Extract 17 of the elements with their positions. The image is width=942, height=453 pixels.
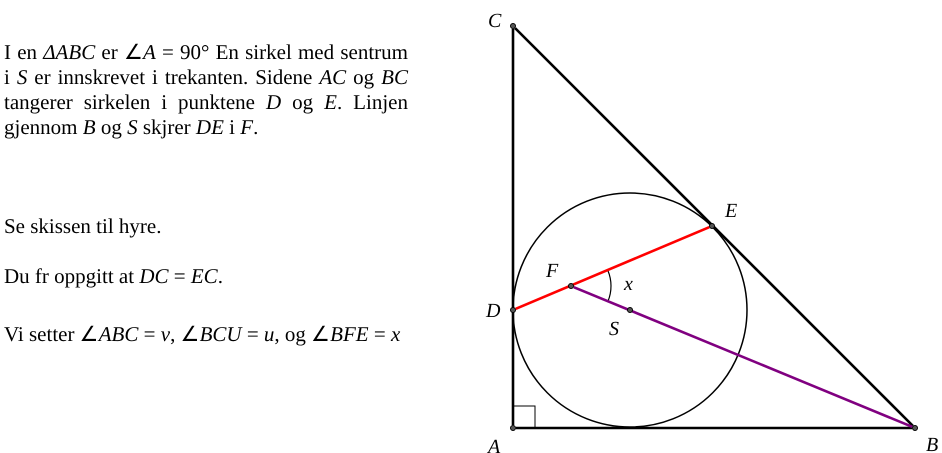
line-segment [514, 27, 914, 427]
paragraph: Du fr oppgitt at DC = EC. [4, 264, 224, 289]
paragraph: I en ΔABC er ∠A = 90° En sirkel med sentrum i S er innskrevet i trekanten. Sidene AC og BC tangerer sirkelen i punktene D og E. Linjen gjennom B og S skjrer DE i F. [4, 40, 408, 140]
point-label: D [486, 301, 500, 321]
point-label: A [488, 437, 500, 453]
angle-label: x [624, 274, 633, 294]
line-segment [573, 286, 913, 428]
point-label: C [488, 11, 502, 31]
line-segment [515, 226, 710, 310]
point-label: S [609, 319, 619, 339]
paragraph: Vi setter ∠ABC = v, ∠BCU = u, og ∠BFE = x [4, 322, 402, 347]
point-label: E [725, 201, 738, 221]
point-label: B [926, 435, 938, 453]
point-label: F [546, 261, 558, 281]
line-segment [516, 426, 912, 430]
line-segment [512, 29, 514, 425]
paragraph: Se skissen til hyre. [4, 214, 162, 239]
